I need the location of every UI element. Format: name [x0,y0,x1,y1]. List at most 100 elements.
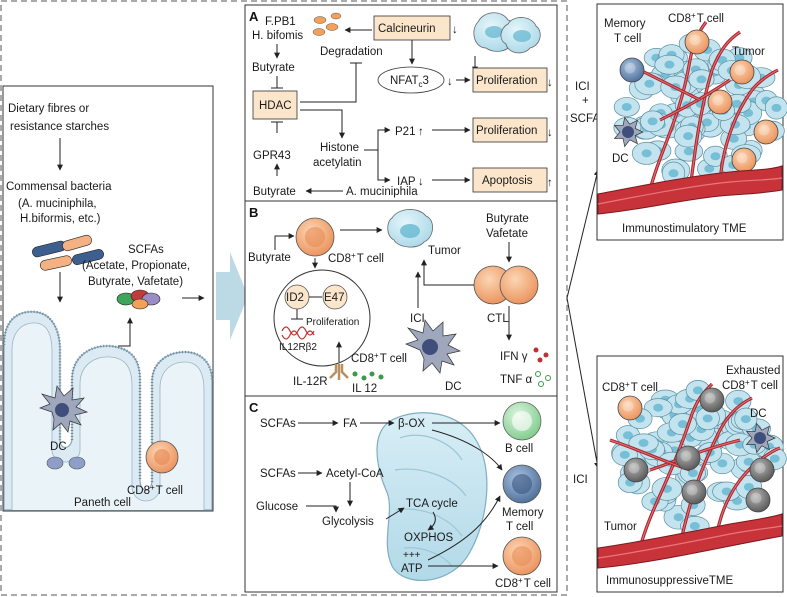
caption-bottom: ImmunosuppressiveTME [606,575,734,587]
svg-text:T cell: T cell [614,33,641,45]
tumor-cell-nucleus [743,483,754,492]
cd8-cell-bottom [617,395,643,421]
prolif1-down-icon: ↓ [547,77,553,89]
svg-text:Glucose: Glucose [256,501,298,513]
svg-text:Acetyl-CoA: Acetyl-CoA [326,468,384,480]
svg-text:Dietary fibres or: Dietary fibres or [8,103,89,115]
cd8-cell-top [729,59,755,85]
scfa-list-1: (Acetate, Propionate, [82,260,190,272]
butyrate-bottom-label: Butyrate [253,186,296,198]
bacteria-line-1: Commensal bacteria [6,181,112,193]
gpr43-label: GPR43 [253,150,291,162]
bcell-label: B cell [505,443,533,455]
tumor-cell-nucleus [735,440,746,449]
tumor-cell-b-icon [387,209,433,248]
panel-c: C SCFAs FA β-OX SCFAs Acetyl-CoA Glucose… [244,395,558,593]
panel-b: B Butyrate CD8+T cell Tumor Butyrate Vaf… [244,200,558,397]
nfat-down-icon: ↓ [447,76,453,88]
tumor-cell-nucleus [769,454,780,463]
ctl-cells-icon [473,265,539,305]
prolif2-box [472,117,548,143]
glycolysis-label: Glycolysis [322,516,374,528]
svg-text:GPR43: GPR43 [253,150,291,162]
svg-text:IFN γ: IFN γ [500,351,528,363]
e47-node [322,284,348,310]
svg-text:C: C [249,400,259,415]
ici-scfa-2: + [582,95,589,107]
tumor-cell-nucleus [653,403,664,412]
cytokine-dots-icon [533,347,551,387]
cd8-cell-top [707,89,733,115]
svg-text:B: B [249,205,258,220]
svg-text:H. bifomis: H. bifomis [252,30,303,42]
svg-text:B cell: B cell [505,443,533,455]
svg-text:CD8+T cell: CD8+T cell [495,576,551,590]
histone-line-1: Histone [320,142,359,154]
scfa-list-2: Butyrate, Vafetate) [88,276,183,288]
svg-text:ATP: ATP [401,563,423,575]
cd8-cell-top [684,29,710,55]
hbifomis-label: H. bifomis [252,30,303,42]
tumor-cell-nucleus [673,513,684,522]
tumor-cell-nucleus [668,169,679,178]
svg-text:Butyrate, Vafetate): Butyrate, Vafetate) [88,276,183,288]
panel-b-letter: B [249,205,258,220]
tumor-mass-top [613,21,787,191]
svg-text:DC: DC [50,441,67,453]
memory-c-2: T cell [506,521,533,533]
iap-down-icon: ↓ [418,176,424,188]
tumor-mass-bottom [609,380,787,549]
cd8-bottom-label: CD8 [602,382,625,394]
tumor-cell-nucleus [677,420,688,429]
memory-t-cell-top [619,57,645,83]
butyrate-vafetate-2: Vafetate [486,228,528,240]
svg-text:Proliferation: Proliferation [476,75,537,87]
fa-label: FA [343,418,357,430]
svg-text:Glycolysis: Glycolysis [322,516,374,528]
tumor-cell-nucleus [638,438,649,447]
cd8-c-label: CD8 [495,578,518,590]
tumor-cell-nucleus [704,164,715,173]
bacteria-line-2: (A. muciniphila, [18,198,97,210]
ctl-label: CTL [487,313,509,325]
memory-top-1: Memory [604,18,646,30]
tumor-cell-nucleus [710,152,721,161]
tumor-cell-nucleus [771,103,782,112]
exhausted-cd8-cell [675,445,701,471]
svg-text:Histone: Histone [320,142,359,154]
tumor-cell-nucleus [728,134,739,143]
right-top-panel: Memory T cell CD8+T cell Tumor DC Immuno… [596,3,787,241]
apoptosis-box [472,167,548,193]
p21-label: P21 [395,126,415,138]
blood-vessel-bottom [597,513,783,569]
il12-dots-icon [352,371,384,381]
prolif1-label: Proliferation [476,75,537,87]
tumor-cell-nucleus [641,149,652,158]
dc-bottom-label: DC [750,408,767,420]
scfa-title: SCFAs [128,244,164,256]
tumor-cell-nucleus [721,487,732,496]
svg-text:IAP: IAP [397,176,416,188]
svg-text:ICI: ICI [573,474,588,486]
svg-text:IL-12R: IL-12R [293,376,328,388]
tumor-cell-nucleus [696,75,707,84]
ici-bottom: ICI [573,474,588,486]
diet-line-1: Dietary fibres or [8,103,89,115]
svg-text:ICI: ICI [575,81,590,93]
cd8-b-label: CD8 [328,253,351,265]
svg-text:CD8+T cell: CD8+T cell [722,378,778,392]
nfat-oval [377,66,445,94]
svg-text:TCA cycle: TCA cycle [406,498,458,510]
svg-text:H.biformis, etc.): H.biformis, etc.) [20,213,101,225]
svg-text:DC: DC [612,153,629,165]
dc-label-left: DC [50,441,67,453]
scfa-molecule-icon [116,289,161,310]
dc-cell-b-icon [405,319,462,374]
tnf-label: TNF α [500,374,533,386]
tumor-cells-icon [473,12,541,54]
tumor-cell-nucleus [619,450,630,459]
tumor-cell-nucleus [692,386,703,395]
tumor-b-label: Tumor [428,245,461,257]
left-panel: Dietary fibres or resistance starches Co… [2,85,214,512]
